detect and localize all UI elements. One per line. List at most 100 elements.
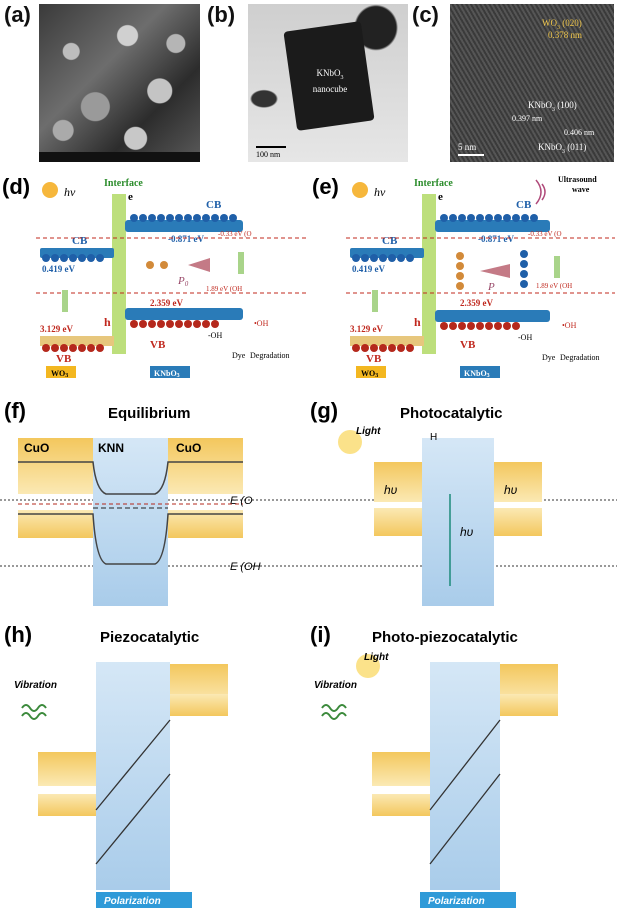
sun-icon [352, 182, 368, 198]
degradation-label: Degradation [560, 353, 600, 362]
panel-i-title: Photo-piezocatalytic [372, 629, 518, 646]
i-cuo-left [372, 752, 430, 786]
f-vb-line [18, 513, 243, 565]
ultrasound-wave-label: wave [572, 185, 590, 194]
scale-bar-label: 100 nm [256, 150, 281, 159]
electrons [352, 214, 538, 288]
knn-label: KNN [98, 441, 124, 455]
knbo3-box [150, 366, 190, 378]
interface-bar [422, 194, 436, 354]
cb-wo-value: 0.419 eV [352, 264, 385, 274]
vb-label-wo3: VB [366, 353, 382, 365]
sem-info-bar [39, 152, 200, 162]
cuo-left [18, 438, 93, 494]
light-label: Light [364, 652, 389, 663]
i-knn-block [430, 662, 500, 890]
knbo3-cb [125, 220, 243, 232]
g-cuo-right [494, 462, 542, 502]
panel-d: (d) hv Interface CB -0.871 eV CB 0.419 e… [2, 174, 306, 379]
knbo3-011-label: KNbO3 (011) [538, 142, 587, 155]
vb-label: VB [460, 339, 476, 351]
polarization-label: Polarization [104, 896, 161, 907]
cb-label: CB [206, 199, 222, 211]
h-cuo-left-vb [38, 794, 96, 816]
knbo3-box [460, 366, 500, 378]
panel-h-title: Piezocatalytic [100, 629, 199, 646]
panel-a: (a) [0, 0, 205, 165]
wo3-spacing: 0.378 nm [548, 30, 583, 40]
sun-icon [42, 182, 58, 198]
scale-bar [256, 146, 286, 148]
vb-label-wo3: VB [56, 353, 72, 365]
h2o2-label: H [430, 432, 437, 443]
h-cuo-right-vb [170, 694, 228, 716]
panel-label-a: (a) [4, 2, 31, 27]
oh-level: 1.89 eV (OH [206, 285, 242, 293]
p0-label: P0 [177, 275, 189, 288]
cb-label-wo3: CB [72, 235, 88, 247]
knbo3-box-label: KNbO3 [154, 369, 180, 379]
oh-minus: -OH [518, 333, 532, 342]
p0-arrow [188, 258, 210, 272]
dipole-plus [146, 261, 154, 269]
cuo-left-label: CuO [24, 441, 49, 455]
panel-label-e: (e) [312, 174, 339, 199]
i-cuo-right-vb [500, 694, 558, 716]
vb-wo-value: 3.129 eV [40, 324, 73, 334]
wo3-vb [350, 336, 424, 346]
cuo-right-label: CuO [176, 441, 201, 455]
wo3-vb [40, 336, 114, 346]
cb-label-wo3: CB [382, 235, 398, 247]
oh-level: 1.89 eV (OH [536, 282, 572, 290]
sem-image [39, 4, 200, 162]
wo3-cb [40, 248, 114, 258]
i-cb-slope [429, 719, 501, 811]
hu-left: hυ [384, 483, 398, 497]
up-arrow-right [238, 252, 244, 274]
spacing-2: 0.406 nm [564, 128, 595, 137]
panel-label-h: (h) [4, 622, 32, 647]
dipole-charges [456, 252, 464, 290]
electrons [42, 214, 237, 262]
oh-minus: -OH [208, 331, 222, 340]
h-cuo-left [38, 752, 96, 786]
cb-kn-value: -0.871 eV [478, 234, 514, 244]
f-cb-line [18, 461, 243, 495]
holes [352, 322, 520, 352]
oh-radical: •OH [254, 319, 269, 328]
knbo3-vb [125, 308, 243, 320]
cb-label: CB [516, 199, 532, 211]
wo3-cb [350, 248, 424, 258]
vb-wo-value: 3.129 eV [350, 324, 383, 334]
g-cuo-right-vb [494, 508, 542, 536]
electron-label: e [438, 191, 443, 203]
panel-label-i: (i) [310, 622, 331, 647]
cb-wo-value: 0.419 eV [42, 264, 75, 274]
h-knn-block [96, 662, 170, 890]
panel-e: (e) hv Ultrasound wave Interface CB -0.8… [312, 174, 615, 379]
g-knn-block [422, 438, 494, 606]
interface-bar [112, 194, 126, 354]
ultrasound-icon [535, 179, 546, 205]
dipole-minus [160, 261, 168, 269]
wo3-box [46, 366, 76, 378]
dye-label: Dye [232, 351, 246, 360]
g-cuo-left-vb [374, 508, 422, 536]
hole-label: h [104, 315, 111, 329]
dye-label: Dye [542, 353, 556, 362]
interface-label: Interface [414, 178, 453, 189]
o2-level-label: E (O [230, 495, 253, 507]
light-label: Light [356, 426, 381, 437]
cb-kn-value: -0.871 eV [168, 234, 204, 244]
up-arrow-right [554, 256, 560, 278]
vibration-icon [321, 704, 347, 720]
sun-icon [356, 654, 380, 678]
panel-label-f: (f) [4, 398, 26, 423]
panel-c: (c) WO3 (020) 0.378 nm KNbO3 (100) 0.397… [410, 0, 617, 165]
knn-block [93, 438, 168, 606]
vibration-icon [21, 704, 47, 720]
wo3-box [356, 366, 386, 378]
knbo3-cb [435, 220, 550, 232]
